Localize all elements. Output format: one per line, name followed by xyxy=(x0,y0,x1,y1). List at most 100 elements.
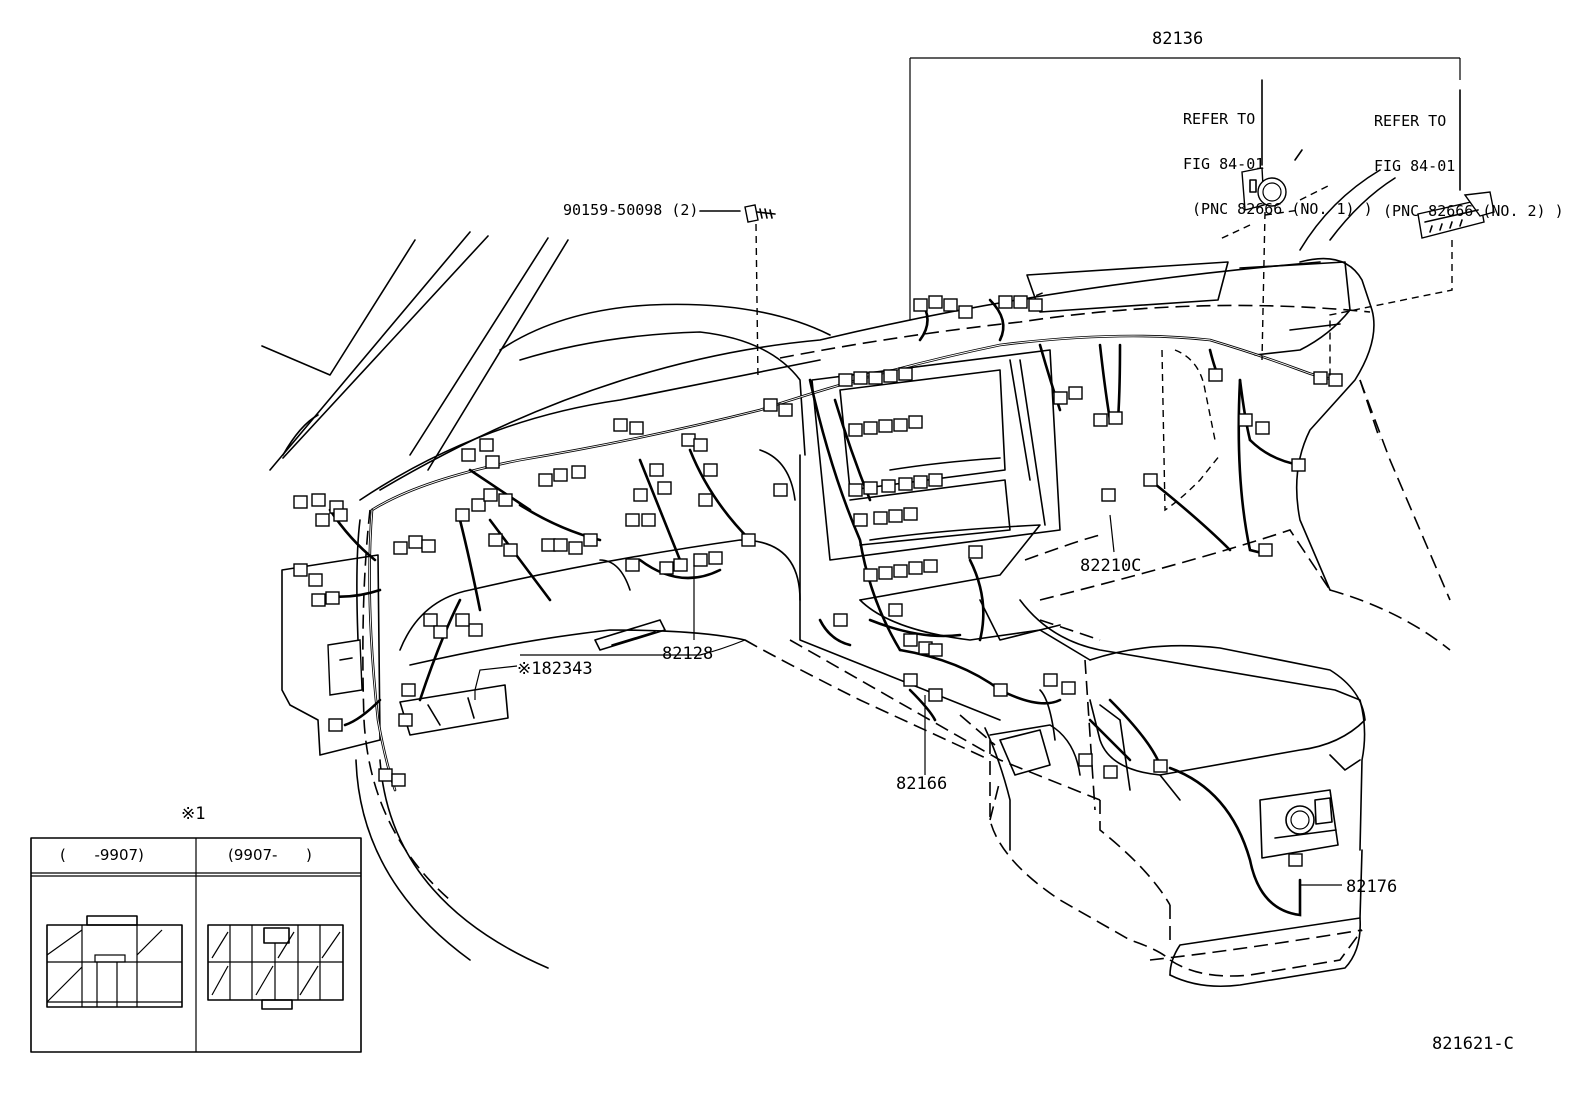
connector-plug xyxy=(898,477,913,491)
connector-plug xyxy=(568,541,583,555)
connector-plug xyxy=(673,558,688,572)
connector-plug xyxy=(583,533,598,547)
connector-plug xyxy=(659,561,674,575)
connector-plug xyxy=(903,633,918,647)
callout-bolt: 90159-50098 (2) xyxy=(563,201,699,219)
connector-plug xyxy=(928,473,943,487)
connector-plug xyxy=(433,625,448,639)
connector-plug xyxy=(863,481,878,495)
connector-plug xyxy=(693,553,708,567)
connector-plug xyxy=(541,538,556,552)
callout-82136: 82136 xyxy=(1152,29,1204,49)
connector-table-marker: ※1 xyxy=(181,804,206,824)
connector-plug xyxy=(698,493,713,507)
connector-plug xyxy=(848,483,863,497)
connector-plug xyxy=(833,613,848,627)
connector-plug xyxy=(993,683,1008,697)
connector-plug xyxy=(928,643,943,657)
center-stack xyxy=(811,349,1061,601)
connector-plug xyxy=(923,559,938,573)
connector-plug xyxy=(873,511,888,525)
connector-table-col-new: (9907- ) xyxy=(228,846,312,864)
connector-plug xyxy=(1291,458,1306,472)
connectors xyxy=(293,295,1343,867)
connector-plug xyxy=(423,613,438,627)
refer-note-2-line2: FIG 84-01 xyxy=(1374,157,1456,175)
connector-plug xyxy=(401,683,416,697)
connector-plug xyxy=(1258,543,1273,557)
connector-plug xyxy=(708,551,723,565)
center-console xyxy=(799,454,1366,988)
connector-plug xyxy=(421,539,436,553)
left-junction-block xyxy=(281,554,381,756)
connector-plug xyxy=(613,418,628,432)
connector-plug xyxy=(408,535,423,549)
connector-plug xyxy=(311,593,326,607)
connector-table-col-old: ( -9907) xyxy=(60,846,144,864)
connector-plug xyxy=(943,298,958,312)
connector-plug xyxy=(1013,295,1028,309)
connector-plug xyxy=(773,483,788,497)
connector-plug xyxy=(488,533,503,547)
callout-82128: 82128 xyxy=(662,644,714,664)
connector-plug xyxy=(908,415,923,429)
connector-plug xyxy=(1153,759,1168,773)
refer-note-2: REFER TO FIG 84-01 (PNC 82666 (NO. 2) ) xyxy=(1374,84,1564,234)
figure-id: 821621-C xyxy=(1432,1034,1514,1054)
bolt-icon xyxy=(699,204,776,381)
connector-plug xyxy=(928,295,943,309)
connector-plug xyxy=(1255,421,1270,435)
connector-plug xyxy=(1288,853,1303,867)
callout-82210c: 82210C xyxy=(1080,556,1142,576)
connector-plug xyxy=(878,566,893,580)
connector-plug xyxy=(1078,753,1093,767)
connector-plug xyxy=(455,508,470,522)
connector-plug xyxy=(741,533,756,547)
connector-plug xyxy=(308,573,323,587)
connector-plug xyxy=(1068,386,1083,400)
connector-plug xyxy=(625,558,640,572)
connector-plug xyxy=(633,488,648,502)
connector-plug xyxy=(293,495,308,509)
wire-harness-bundles xyxy=(318,298,1342,917)
connector-plug xyxy=(461,448,476,462)
connector-plug xyxy=(681,433,696,447)
connector-plug xyxy=(853,513,868,527)
connector-plug xyxy=(1103,765,1118,779)
connector-plug xyxy=(1108,411,1123,425)
callout-82166: 82166 xyxy=(896,774,948,794)
connector-plug xyxy=(998,295,1013,309)
connector-plug xyxy=(657,481,672,495)
connector-table xyxy=(30,837,362,1053)
a-pillar xyxy=(261,231,569,471)
refer-note-1-line3: (PNC 82666 (NO. 1) ) xyxy=(1183,200,1373,218)
connector-plug xyxy=(908,561,923,575)
connector-plug xyxy=(328,718,343,732)
connector-face-new xyxy=(207,924,344,1010)
connector-plug xyxy=(1043,673,1058,687)
connector-plug xyxy=(311,493,326,507)
connector-plug xyxy=(863,421,878,435)
connector-plug xyxy=(293,563,308,577)
connector-plug xyxy=(479,438,494,452)
connector-plug xyxy=(1208,368,1223,382)
refer-note-1: REFER TO FIG 84-01 (PNC 82666 (NO. 1) ) xyxy=(1183,82,1373,232)
connector-plug xyxy=(958,305,973,319)
connector-plug xyxy=(863,568,878,582)
connector-plug xyxy=(1053,391,1068,405)
connector-plug xyxy=(898,367,913,381)
lower-dash-left xyxy=(399,449,801,736)
connector-plug xyxy=(468,623,483,637)
connector-plug xyxy=(333,508,348,522)
connector-plug xyxy=(1238,413,1253,427)
connector-plug xyxy=(1313,371,1328,385)
connector-plug xyxy=(883,369,898,383)
connector-plug xyxy=(641,513,656,527)
callout-82176: 82176 xyxy=(1346,877,1398,897)
connector-plug xyxy=(485,455,500,469)
connector-plug xyxy=(398,713,413,727)
connector-plug xyxy=(471,498,486,512)
connector-plug xyxy=(893,418,908,432)
refer-note-2-line1: REFER TO xyxy=(1374,112,1447,130)
